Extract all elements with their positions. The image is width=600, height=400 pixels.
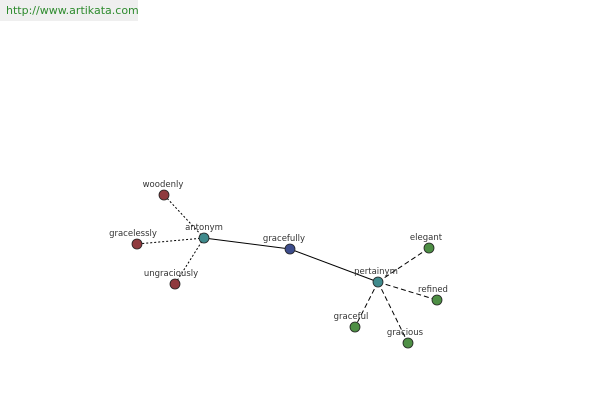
graph-labels: gracefully antonym pertainym woodenly gr…: [109, 180, 448, 338]
label-ungraciously[interactable]: ungraciously: [144, 269, 198, 279]
edge-pertainym-gracious: [377, 281, 409, 344]
node-refined[interactable]: [431, 294, 443, 306]
node-ungraciously[interactable]: [169, 278, 181, 290]
node-gracious[interactable]: [402, 337, 414, 349]
label-refined[interactable]: refined: [418, 285, 448, 295]
edge-pertainym-graceful: [354, 281, 379, 328]
url-banner: http://www.artikata.com: [0, 0, 139, 21]
graph-nodes: [131, 189, 443, 349]
node-elegant[interactable]: [423, 242, 435, 254]
edge-center-antonym: [203, 237, 291, 250]
edge-antonym-woodenly: [163, 194, 205, 239]
label-gracelessly[interactable]: gracelessly: [109, 229, 157, 239]
edge-antonym-ungraciously: [174, 237, 205, 285]
edge-antonym-gracelessly: [136, 237, 205, 245]
label-elegant[interactable]: elegant: [410, 233, 443, 243]
edge-pertainym-refined: [377, 281, 438, 301]
edge-center-pertainym: [289, 248, 379, 283]
label-antonym: antonym: [185, 223, 223, 233]
label-gracious[interactable]: gracious: [387, 328, 424, 338]
label-pertainym: pertainym: [354, 267, 398, 277]
node-graceful[interactable]: [349, 321, 361, 333]
node-gracelessly[interactable]: [131, 238, 143, 250]
node-pertainym[interactable]: [372, 276, 384, 288]
node-woodenly[interactable]: [158, 189, 170, 201]
edge-pertainym-elegant: [377, 247, 430, 283]
label-center[interactable]: gracefully: [263, 234, 305, 244]
site-url-link[interactable]: http://www.artikata.com: [6, 4, 139, 17]
graph-edges: [136, 194, 438, 344]
label-woodenly[interactable]: woodenly: [143, 180, 184, 190]
node-antonym[interactable]: [198, 232, 210, 244]
label-graceful[interactable]: graceful: [334, 312, 369, 322]
node-center[interactable]: [284, 243, 296, 255]
